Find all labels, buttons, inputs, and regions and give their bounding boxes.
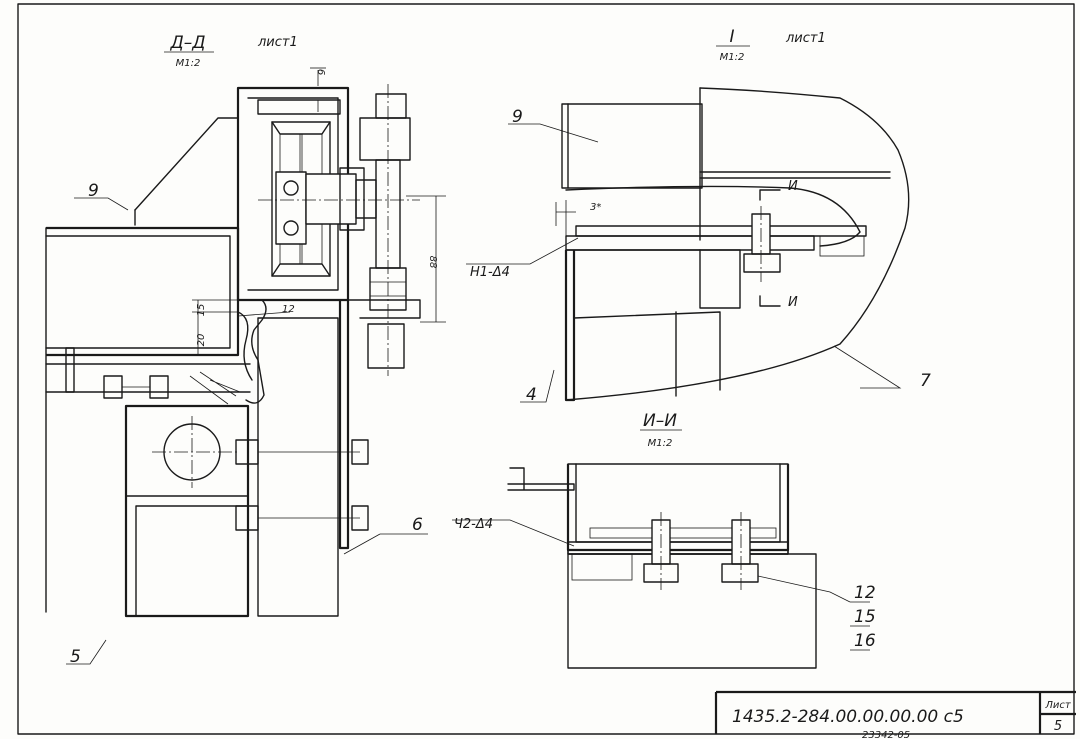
detail-i-sheet: лист1 (785, 31, 826, 46)
detail-i-title: I (729, 27, 734, 47)
detail-i-dimensions (555, 200, 576, 240)
part-label-5: 5 (70, 647, 81, 667)
sheet-label: Лист (1044, 700, 1072, 711)
part-label-16: 16 (854, 631, 876, 651)
section-dd-title: Д–Д (169, 33, 205, 53)
sheet-frame (17, 3, 1075, 735)
dim-6: 6 (315, 69, 326, 75)
part-label-7: 7 (920, 371, 931, 391)
detail-i-scale: М1:2 (720, 52, 745, 63)
section-dd-dimensions (192, 67, 446, 356)
dim-3: 3* (590, 202, 601, 213)
section-ii-scale: М1:2 (648, 438, 673, 449)
doc-code: 1435.2-284.00.00.00.00 с5 (732, 707, 964, 727)
section-dd-sheet: лист1 (257, 35, 298, 50)
section-mark-bottom: И (788, 295, 798, 310)
footer-note: 23342-05 (862, 730, 910, 739)
part-label-9-detail: 9 (512, 107, 523, 127)
title-block (714, 690, 1076, 734)
weld-mark-ch2: Ч2-Δ4 (454, 517, 493, 532)
part-label-9-left: 9 (88, 181, 99, 201)
section-dd-scale: М1:2 (176, 58, 201, 69)
weld-mark-n1: Н1-Δ4 (470, 265, 510, 280)
section-mark-top: И (788, 179, 798, 194)
detail-i-view (561, 87, 910, 402)
part-label-6: 6 (412, 515, 423, 535)
part-label-15: 15 (854, 607, 876, 627)
sheet-number: 5 (1054, 719, 1062, 734)
part-label-12: 12 (854, 583, 876, 603)
section-dd-view (45, 84, 421, 618)
part-label-4: 4 (526, 385, 537, 405)
leader-lines (66, 123, 902, 665)
dim-15: 15 (196, 304, 207, 317)
dim-20: 20 (196, 334, 207, 347)
dim-12: 12 (282, 304, 295, 315)
dim-88: 88 (427, 256, 438, 269)
section-ii-view (507, 463, 817, 669)
section-ii-title: И–И (643, 411, 677, 431)
